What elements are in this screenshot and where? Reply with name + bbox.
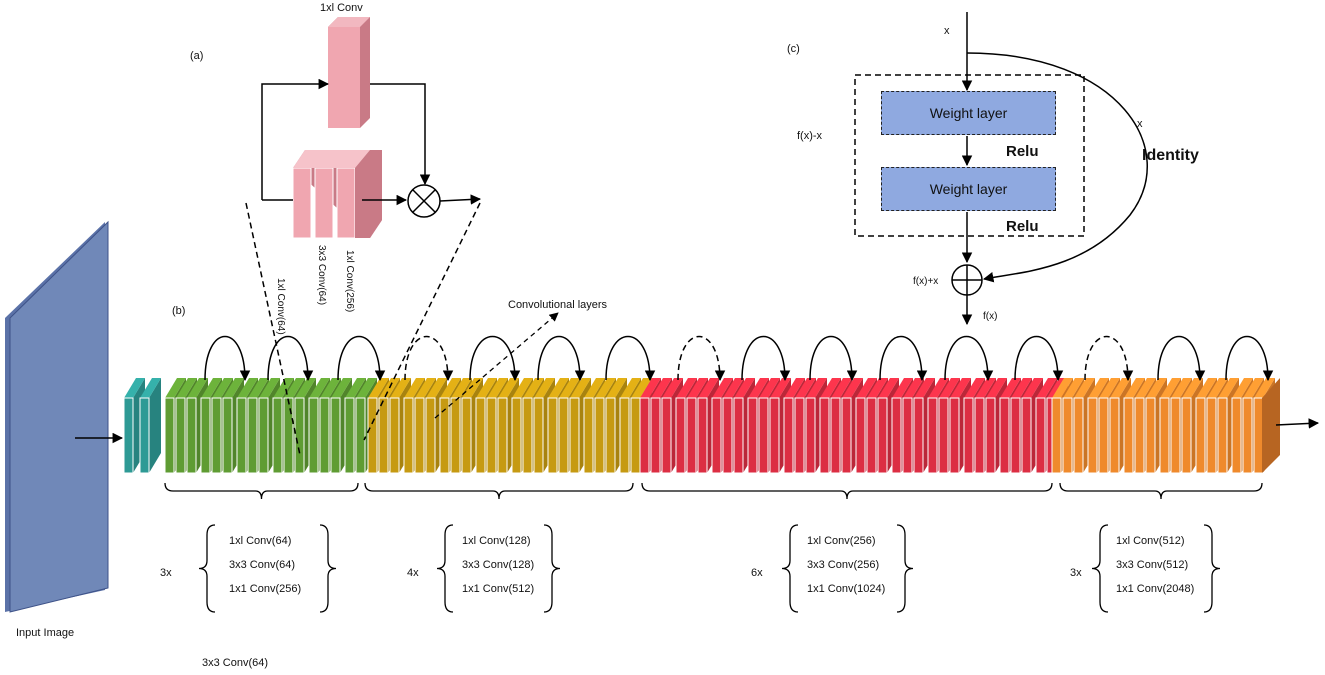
skip-arc [204,336,251,382]
x-right-label: x [1137,118,1143,130]
dashed-skip-arc [1084,336,1134,382]
zoom-line-right [363,202,481,441]
skip-arc [267,336,314,382]
x-top-label: x [944,25,950,37]
annotation-right-brace [543,524,561,613]
stack-label-2: 3x3 Conv(64) [316,245,327,306]
stem-slab [139,378,161,474]
group-4-line-1: 1xl Conv(512) [1116,535,1185,547]
group-4-multiplier: 3x [1070,567,1082,579]
skip-arc [741,336,791,382]
annotation-left-brace [1091,524,1109,613]
annotation-right-brace [896,524,914,613]
skip-arc [1014,336,1064,382]
group-1-line-1: 1xl Conv(64) [229,535,292,547]
panel-a-bottleneck [245,17,482,456]
group-4-line-3: 1x1 Conv(2048) [1116,583,1195,595]
fx-label: f(x) [983,311,998,322]
identity-label: Identity [1142,147,1199,164]
fx-plus-x-label: f(x)+x [913,276,939,287]
input-image-label: Input Image [16,627,75,639]
group-3-line-1: 1xl Conv(256) [807,535,876,547]
group-3-line-2: 3x3 Conv(256) [807,559,880,571]
input-image-plane [5,220,109,613]
relu-2-label: Relu [1006,218,1039,235]
stack-label-3: 1xl Conv(256) [344,250,355,313]
annotation-left-brace [198,524,216,613]
annotation-left-brace [781,524,799,613]
skip-arc [944,336,994,382]
group-brace [1059,482,1263,500]
top-conv-block [328,17,370,128]
group-braces [164,482,1263,613]
panel-b-label: (b) [172,305,186,317]
stacked-conv-blocks [292,150,382,239]
top-to-mult [370,83,431,186]
skip-arc [469,336,521,382]
group-brace [641,482,1053,500]
skip-arc [809,336,858,382]
dashed-skip-arc [677,336,726,382]
group-2-line-1: 1xl Conv(128) [462,535,531,547]
bottom-conv-label: 3x3 Conv(64) [202,657,269,669]
output-arrow [1275,418,1320,429]
skip-arc [337,336,386,382]
zoom-line-left [245,202,301,456]
panel-c-label: (c) [787,43,800,55]
skip-path [261,78,330,200]
annotation-right-brace [1203,524,1221,613]
skip-connection-arcs [204,336,1274,382]
skip-arc [1157,336,1206,382]
conv-layers-label: Convolutional layers [508,299,608,311]
fx-minus-x-label: f(x)-x [797,130,823,142]
final-end-face [1262,378,1280,473]
panel-a-label: (a) [190,50,204,62]
identity-arc [966,52,1148,283]
annotation-left-brace [436,524,454,613]
multiply-node [407,184,441,218]
group-3-line-3: 1x1 Conv(1024) [807,583,886,595]
skip-arc [879,336,928,382]
weight-layer-2: Weight layer [881,167,1056,211]
group-2-line-3: 1x1 Conv(512) [462,583,535,595]
skip-arc [605,336,656,382]
annotation-right-brace [319,524,337,613]
group-brace [164,482,359,500]
skip-arc [1225,336,1274,382]
relu-1-label: Relu [1006,143,1039,160]
add-node [951,264,983,296]
group-4-line-2: 3x3 Conv(512) [1116,559,1189,571]
group-1-line-3: 1x1 Conv(256) [229,583,302,595]
panel-c-residual-block [854,12,1148,326]
group-3-multiplier: 6x [751,567,763,579]
group-2-line-2: 3x3 Conv(128) [462,559,535,571]
mult-out [439,194,482,205]
layer-blocks [123,378,1280,474]
weight-layer-1: Weight layer [881,91,1056,135]
group-2-multiplier: 4x [407,567,419,579]
residual-dashed-box [854,74,1085,237]
group-1-line-2: 3x3 Conv(64) [229,559,296,571]
top-conv-label: 1xl Conv [320,2,363,14]
group-brace [364,482,634,500]
skip-arc [537,336,586,382]
dashed-skip-arc [404,336,454,382]
stack-label-1: 1xl Conv(64) [275,278,286,335]
group-1-multiplier: 3x [160,567,172,579]
